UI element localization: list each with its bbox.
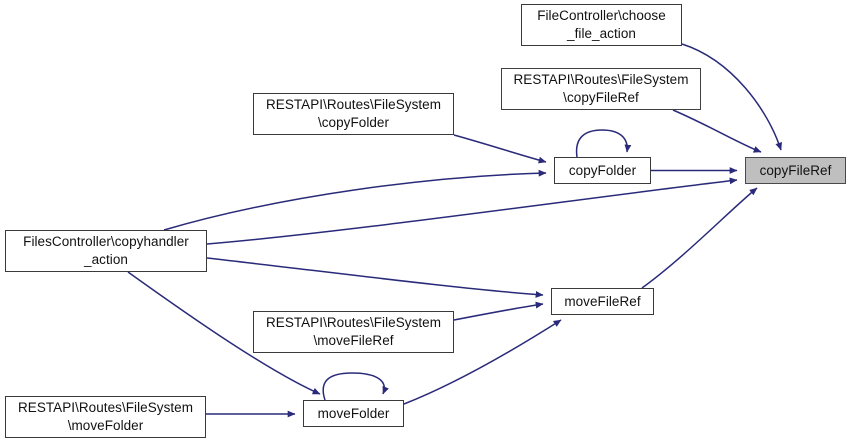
node-filecontroller-choose-file-action[interactable]: FileController\choose _file_action (521, 4, 682, 46)
node-movefolder[interactable]: moveFolder (303, 400, 404, 427)
node-label: RESTAPI\Routes\FileSystem \moveFileRef (265, 315, 442, 348)
node-filescontroller-copyhandler-action[interactable]: FilesController\copyhandler _action (5, 230, 207, 272)
node-label: FileController\choose _file_action (537, 8, 666, 41)
node-restapi-movefolder[interactable]: RESTAPI\Routes\FileSystem \moveFolder (5, 396, 206, 438)
node-label: moveFolder (317, 405, 390, 421)
node-label: RESTAPI\Routes\FileSystem \copyFileRef (513, 72, 689, 105)
node-restapi-copyfolder[interactable]: RESTAPI\Routes\FileSystem \copyFolder (253, 93, 454, 135)
node-label: copyFolder (568, 162, 637, 178)
node-label: RESTAPI\Routes\FileSystem \copyFolder (265, 97, 442, 130)
node-copyfolder[interactable]: copyFolder (554, 157, 651, 184)
edge-movefolder-self-loop (322, 372, 389, 401)
node-label: RESTAPI\Routes\FileSystem \moveFolder (17, 400, 194, 433)
node-movefileref[interactable]: moveFileRef (551, 288, 654, 315)
edge-restapimovefileref-to-movefileref (453, 301, 544, 321)
node-label: copyFileRef (759, 162, 832, 178)
node-restapi-copyfileref[interactable]: RESTAPI\Routes\FileSystem \copyFileRef (501, 68, 701, 110)
node-label: FilesController\copyhandler _action (23, 234, 189, 267)
edge-copyfolder-self-loop (575, 129, 632, 158)
edge-filescontroller-to-copyfileref (206, 177, 738, 245)
edge-filescontroller-to-movefileref (206, 257, 544, 298)
edge-restapicopyfolder-to-copyfolder (453, 134, 547, 164)
edge-filescontroller-to-copyfolder (163, 169, 547, 231)
edge-movefileref-to-copyfileref (641, 187, 758, 289)
node-label: moveFileRef (564, 293, 641, 309)
node-restapi-movefileref[interactable]: RESTAPI\Routes\FileSystem \moveFileRef (253, 311, 454, 353)
node-copyfileref[interactable]: copyFileRef (745, 157, 846, 184)
edge-restapicopyfileref-to-copyfileref (672, 109, 762, 153)
